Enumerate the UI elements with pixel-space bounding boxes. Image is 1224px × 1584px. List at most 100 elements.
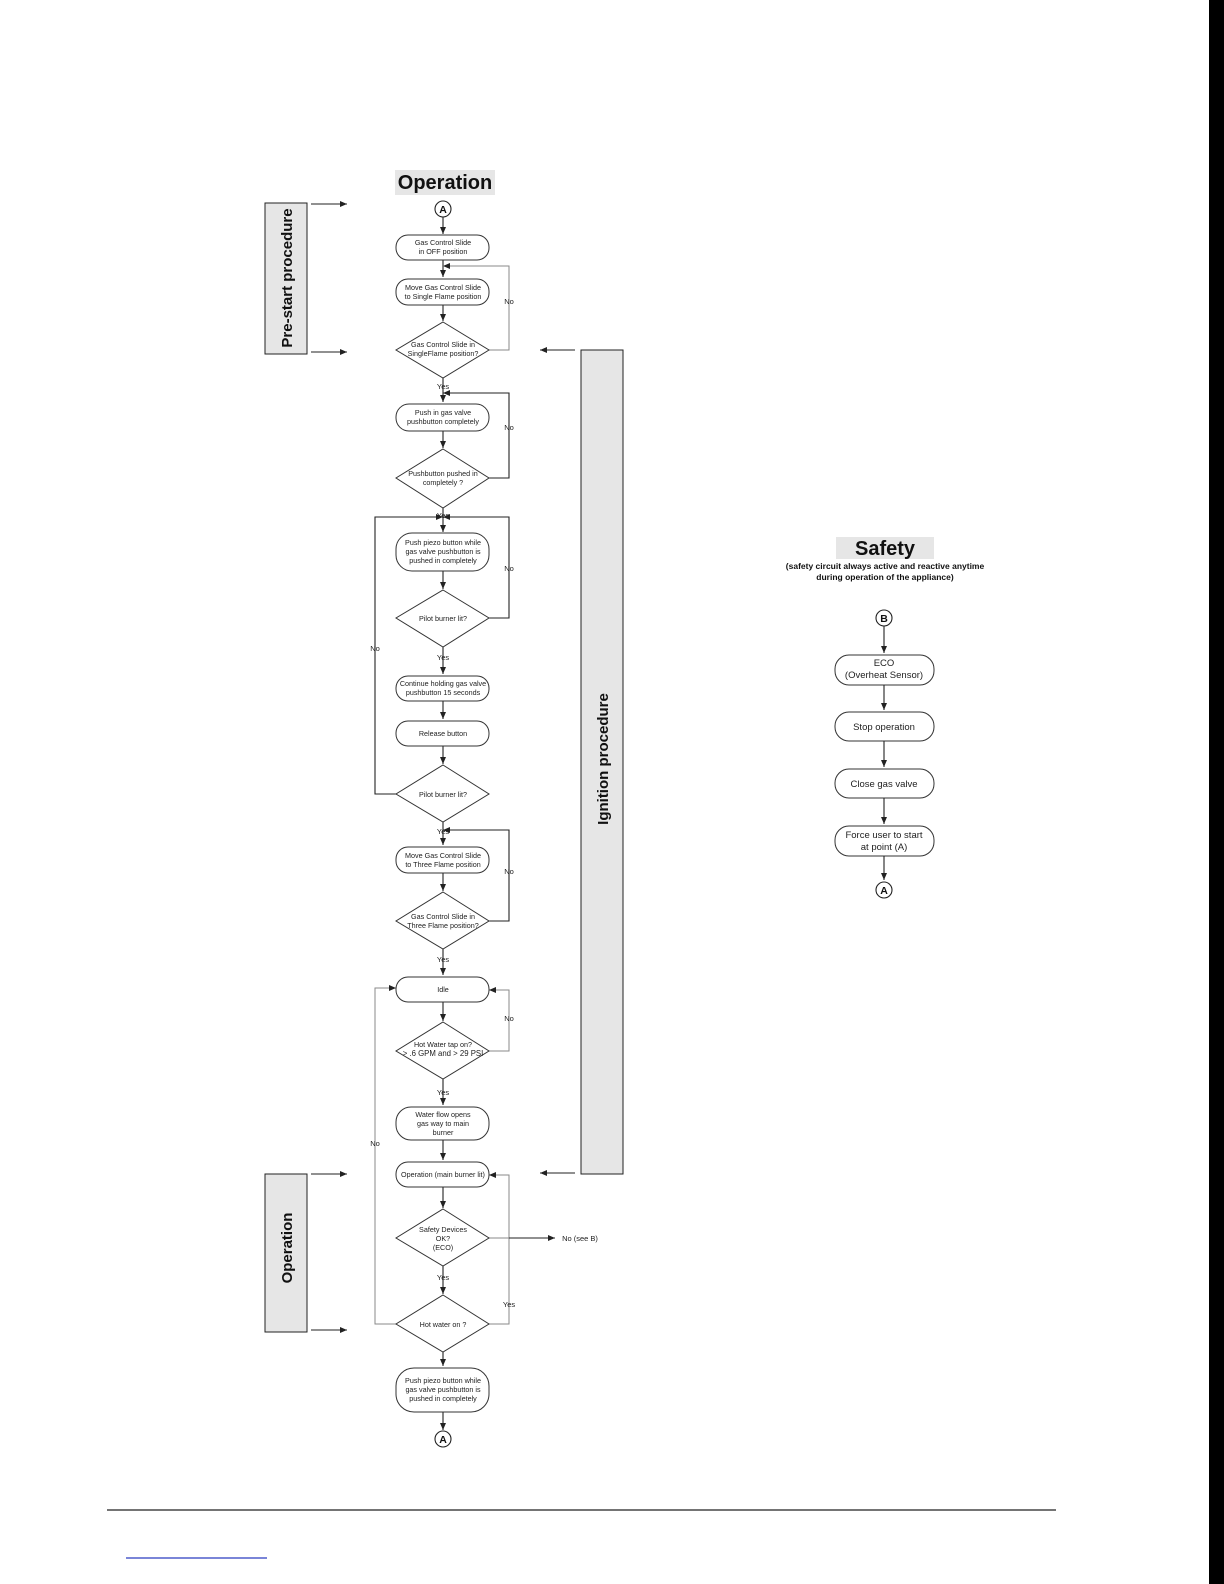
svg-text:in OFF position: in OFF position xyxy=(419,247,468,256)
node-operation-main-burner: Operation (main burner lit) xyxy=(395,1161,490,1188)
operation-side-label: Operation xyxy=(279,1213,296,1284)
svg-text:Push in gas valve: Push in gas valve xyxy=(415,408,471,417)
node-continue-holding: Continue holding gas valve pushbutton 15… xyxy=(395,675,490,702)
svg-text:Yes: Yes xyxy=(437,1273,449,1282)
node-water-flow-opens: Water flow opens gas way to main burner xyxy=(395,1106,490,1141)
svg-text:pushbutton 15 seconds: pushbutton 15 seconds xyxy=(406,688,481,697)
safety-title-bg xyxy=(836,537,934,559)
svg-text:Gas Control Slide in: Gas Control Slide in xyxy=(411,912,475,921)
svg-text:Gas Control Slide: Gas Control Slide xyxy=(415,238,471,247)
svg-text:Safety Devices: Safety Devices xyxy=(419,1225,467,1234)
svg-text:Pilot burner lit?: Pilot burner lit? xyxy=(419,790,467,799)
node-move-three-flame: Move Gas Control Slide to Three Flame po… xyxy=(395,846,490,874)
svg-text:Yes: Yes xyxy=(437,382,449,391)
svg-text:Yes: Yes xyxy=(437,827,449,836)
svg-text:Pushbutton pushed in: Pushbutton pushed in xyxy=(408,469,478,478)
svg-text:Water flow opens: Water flow opens xyxy=(415,1110,471,1119)
svg-text:A: A xyxy=(880,885,888,897)
decision-pushbutton-pushed: Pushbutton pushed in completely ? xyxy=(395,448,490,509)
svg-text:Three Flame position?: Three Flame position? xyxy=(407,921,479,930)
ignition-panel: Ignition procedure xyxy=(580,349,624,1175)
safety-subtitle-line1: (safety circuit always active and reacti… xyxy=(786,561,985,571)
decision-pilot-lit-2: Pilot burner lit? xyxy=(395,764,490,823)
connector-a-safety: A xyxy=(875,881,893,899)
svg-text:gas valve pushbutton is: gas valve pushbutton is xyxy=(405,547,481,556)
svg-text:Hot water on ?: Hot water on ? xyxy=(420,1320,467,1329)
safety-subtitle-line2: during operation of the appliance) xyxy=(816,572,954,582)
svg-text:ECO: ECO xyxy=(874,658,895,669)
svg-text:(ECO): (ECO) xyxy=(433,1243,453,1252)
svg-text:Move Gas Control Slide: Move Gas Control Slide xyxy=(405,851,481,860)
node-push-piezo: Push piezo button while gas valve pushbu… xyxy=(395,532,490,572)
node-eco-sensor: ECO (Overheat Sensor) xyxy=(834,654,935,686)
safety-title: Safety xyxy=(855,538,916,560)
ignition-label: Ignition procedure xyxy=(595,693,612,825)
svg-text:pushed in completely: pushed in completely xyxy=(409,1394,477,1403)
svg-text:Yes: Yes xyxy=(437,955,449,964)
svg-text:OK?: OK? xyxy=(436,1234,450,1243)
svg-text:Yes: Yes xyxy=(437,511,449,520)
svg-text:pushed in completely: pushed in completely xyxy=(409,556,477,565)
svg-text:A: A xyxy=(439,1434,447,1446)
svg-text:pushbutton completely: pushbutton completely xyxy=(407,417,479,426)
svg-text:No: No xyxy=(504,423,514,432)
svg-text:gas way to main: gas way to main xyxy=(417,1119,469,1128)
svg-text:Close gas valve: Close gas valve xyxy=(850,779,917,790)
svg-text:Hot Water tap on?: Hot Water tap on? xyxy=(414,1040,472,1049)
decision-three-flame: Gas Control Slide in Three Flame positio… xyxy=(395,891,490,950)
svg-text:No: No xyxy=(504,1014,514,1023)
svg-text:Move Gas Control Slide: Move Gas Control Slide xyxy=(405,283,481,292)
svg-text:No: No xyxy=(504,564,514,573)
connector-b: B xyxy=(875,609,893,627)
svg-text:No (see B): No (see B) xyxy=(562,1234,598,1243)
svg-text:Continue holding gas valve: Continue holding gas valve xyxy=(400,679,486,688)
connector-a-top: A xyxy=(434,200,452,218)
decision-single-flame: Gas Control Slide in SingleFlame positio… xyxy=(395,321,490,379)
svg-text:Operation (main burner lit): Operation (main burner lit) xyxy=(401,1170,485,1179)
node-push-piezo-end: Push piezo button while gas valve pushbu… xyxy=(395,1367,490,1413)
node-idle: Idle xyxy=(395,976,490,1003)
svg-text:burner: burner xyxy=(433,1128,454,1137)
svg-text:> .6 GPM and > 29 PSI: > .6 GPM and > 29 PSI xyxy=(403,1049,484,1058)
node-force-user-restart: Force user to start at point (A) xyxy=(834,825,935,857)
operation-title: Operation xyxy=(398,172,492,194)
node-move-single-flame: Move Gas Control Slide to Single Flame p… xyxy=(395,278,490,306)
operation-title-bg xyxy=(395,170,495,195)
decision-hot-water-on: Hot water on ? xyxy=(395,1294,490,1353)
prestart-panel: Pre-start procedure xyxy=(264,202,308,355)
svg-text:gas valve pushbutton is: gas valve pushbutton is xyxy=(405,1385,481,1394)
svg-text:to Single Flame position: to Single Flame position xyxy=(405,292,482,301)
page-edge-bar xyxy=(1209,0,1224,1584)
decision-pilot-lit-1: Pilot burner lit? xyxy=(395,589,490,648)
svg-text:Gas Control Slide in: Gas Control Slide in xyxy=(411,340,475,349)
node-push-gas-valve: Push in gas valve pushbutton completely xyxy=(395,403,490,432)
svg-text:No: No xyxy=(504,867,514,876)
svg-text:Stop operation: Stop operation xyxy=(853,722,915,733)
svg-text:Push piezo button while: Push piezo button while xyxy=(405,538,481,547)
decision-safety-devices: Safety Devices OK? (ECO) xyxy=(395,1208,490,1267)
svg-text:B: B xyxy=(880,613,888,625)
svg-text:to Three Flame position: to Three Flame position xyxy=(405,860,480,869)
svg-text:Force user to start: Force user to start xyxy=(845,830,922,841)
svg-text:SingleFlame position?: SingleFlame position? xyxy=(408,349,479,358)
node-gas-slide-off: Gas Control Slide in OFF position xyxy=(395,234,490,261)
svg-text:Yes: Yes xyxy=(437,653,449,662)
connector-a-bottom: A xyxy=(434,1430,452,1448)
svg-text:Yes: Yes xyxy=(503,1300,515,1309)
svg-text:at point (A): at point (A) xyxy=(861,842,907,853)
svg-text:No: No xyxy=(504,297,514,306)
svg-text:Release button: Release button xyxy=(419,729,467,738)
decision-hot-water-tap: Hot Water tap on? > .6 GPM and > 29 PSI xyxy=(395,1021,490,1080)
svg-text:No: No xyxy=(370,1139,380,1148)
branch-labels: No Yes No Yes No No Yes Yes No Yes No Ye… xyxy=(370,297,598,1309)
svg-text:No: No xyxy=(370,644,380,653)
node-close-gas-valve: Close gas valve xyxy=(834,768,935,799)
svg-text:Idle: Idle xyxy=(437,985,449,994)
loop-lines xyxy=(374,263,555,1325)
svg-text:A: A xyxy=(439,204,447,216)
prestart-label: Pre-start procedure xyxy=(279,208,296,347)
svg-text:Push piezo button while: Push piezo button while xyxy=(405,1376,481,1385)
node-release-button: Release button xyxy=(395,720,490,747)
svg-text:completely ?: completely ? xyxy=(423,478,463,487)
